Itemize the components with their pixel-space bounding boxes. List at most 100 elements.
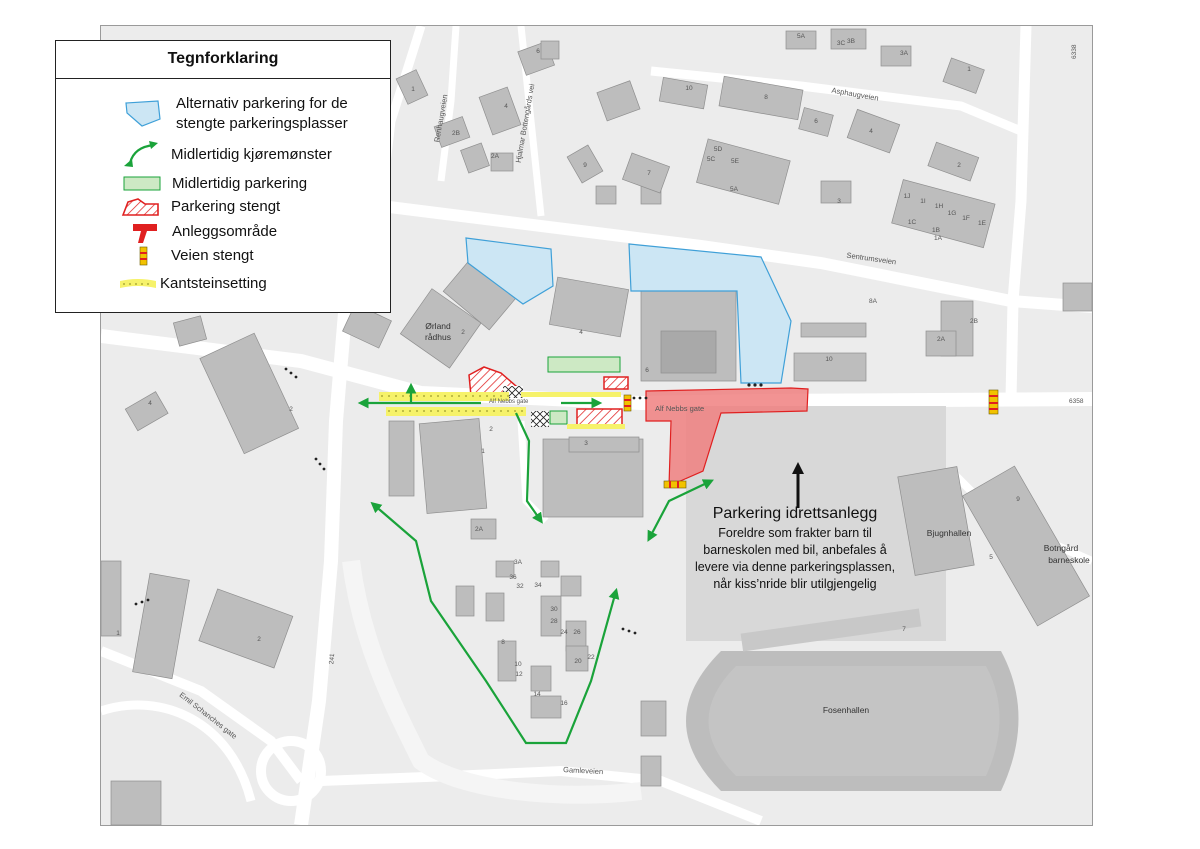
road-river bbox=[342, 559, 643, 804]
house-number-label: 10 bbox=[685, 85, 693, 92]
house-number-label: 2B bbox=[452, 130, 460, 137]
house-number-label: 7 bbox=[902, 626, 906, 633]
legend-label-curb: Kantsteinsetting bbox=[160, 275, 267, 292]
alternative-parking-areas bbox=[465, 237, 792, 384]
house-number-label: 24 bbox=[560, 629, 568, 636]
house-number-label: 1 bbox=[967, 66, 971, 73]
closed-parking-3 bbox=[576, 408, 623, 426]
label-bjugnhallen: Bjugnhallen bbox=[927, 528, 972, 538]
green-curved-arrow-icon bbox=[124, 141, 158, 167]
dot-markers bbox=[134, 367, 763, 635]
land-areas bbox=[686, 406, 1019, 791]
curb-3 bbox=[521, 392, 621, 397]
label-fosenhallen: Fosenhallen bbox=[823, 705, 870, 715]
house-number-label: 22 bbox=[587, 654, 595, 661]
house-number-label: 1G bbox=[948, 210, 957, 217]
house-number-label: 2A bbox=[937, 336, 946, 343]
label-botngard-2: barneskole bbox=[1048, 555, 1090, 565]
house-number-label: 28 bbox=[550, 618, 558, 625]
house-number-label: 1 bbox=[411, 86, 415, 93]
curb-ticks bbox=[381, 395, 526, 412]
road-school-access bbox=[517, 420, 549, 524]
legend-label-closed-parking: Parkering stengt bbox=[171, 198, 281, 215]
house-number-label: 9 bbox=[1016, 496, 1020, 503]
house-number-label: 6 bbox=[536, 48, 540, 55]
house-number-label: 3B bbox=[847, 38, 855, 45]
house-number-label: 5C bbox=[707, 156, 716, 163]
legend-label-construction: Anleggsområde bbox=[172, 223, 278, 240]
house-number-label: 7 bbox=[647, 170, 651, 177]
house-number-labels: 1 2 4 6 2B 2A 9 7 5D 5E 5C 5A 10 8 6 4 3… bbox=[116, 33, 1020, 707]
house-number-label: 14 bbox=[533, 691, 541, 698]
house-number-label: 1 bbox=[481, 448, 485, 455]
house-number-label: 1B bbox=[932, 227, 940, 234]
label-asphaugveien: Asphaugveien bbox=[831, 86, 879, 103]
track-inner bbox=[708, 666, 1000, 776]
house-number-label: 6 bbox=[814, 118, 818, 125]
place-labels: Ørland rådhus Bjugnhallen Fosenhallen Bo… bbox=[425, 321, 1090, 715]
house-number-label: 4 bbox=[148, 400, 152, 407]
house-number-label: 1A bbox=[934, 235, 943, 242]
label-gamleveien: Gamleveien bbox=[563, 765, 603, 776]
house-number-label: 9 bbox=[583, 162, 587, 169]
house-number-label: 2 bbox=[957, 162, 961, 169]
label-alf-nebbs-gate: Alf Nebbs gate bbox=[655, 404, 704, 413]
legend: Tegnforklaring Alternativ parkering for … bbox=[55, 40, 391, 313]
map-frame: Sentrumsveien Asphaugveien Alf Nebbs gat… bbox=[100, 25, 1093, 826]
house-number-label: 1 bbox=[116, 630, 120, 637]
road-renhaug bbox=[437, 26, 460, 182]
road-south-loop bbox=[101, 700, 256, 803]
house-number-label: 2 bbox=[489, 426, 493, 433]
house-number-label: 2B bbox=[970, 318, 978, 325]
route-idrett bbox=[647, 479, 714, 542]
temporary-route bbox=[357, 382, 714, 745]
closed-parking-2 bbox=[603, 376, 629, 390]
house-number-label: 2A bbox=[491, 153, 500, 160]
label-road-6338: 6338 bbox=[1071, 44, 1078, 59]
house-number-label: 16 bbox=[560, 700, 568, 707]
red-hatched-shape-icon bbox=[121, 198, 159, 216]
house-number-label: 8A bbox=[869, 298, 878, 305]
house-number-label: 2 bbox=[257, 636, 261, 643]
house-number-label: 1H bbox=[935, 203, 944, 210]
label-road-6358: 6358 bbox=[1069, 398, 1084, 405]
house-number-label: 2 bbox=[461, 329, 465, 336]
house-number-label: 32 bbox=[516, 583, 524, 590]
house-number-label: 5A bbox=[730, 186, 739, 193]
road-241 bbox=[294, 300, 353, 825]
legend-title-box: Tegnforklaring bbox=[56, 41, 390, 79]
roundabout bbox=[256, 736, 326, 806]
curb-4 bbox=[567, 424, 625, 429]
house-number-label: 20 bbox=[574, 658, 582, 665]
road-emil-schanche bbox=[101, 646, 305, 784]
crosshatch-2 bbox=[531, 411, 549, 427]
house-number-label: 1C bbox=[908, 219, 917, 226]
house-number-label: 1E bbox=[978, 220, 987, 227]
house-number-label: 10 bbox=[514, 661, 522, 668]
house-number-label: 2A bbox=[475, 526, 484, 533]
buildings bbox=[101, 28, 1092, 825]
alt-parking-east bbox=[628, 243, 792, 384]
house-number-label: 1F bbox=[962, 215, 970, 222]
house-number-label: 4 bbox=[504, 103, 508, 110]
sports-strip bbox=[740, 608, 922, 652]
house-number-label: 1J bbox=[904, 193, 911, 200]
temp-parking-2 bbox=[549, 410, 568, 425]
annotation-title: Parkering idrettsanlegg bbox=[712, 505, 878, 522]
house-number-label: 3 bbox=[837, 198, 841, 205]
road-east-vertical bbox=[1005, 26, 1032, 400]
blue-polygon-icon bbox=[125, 100, 161, 127]
label-botngard-1: Botngård bbox=[1044, 543, 1079, 553]
curb-2 bbox=[386, 407, 526, 416]
road-gamleveien bbox=[320, 765, 763, 825]
green-rectangle-icon bbox=[123, 176, 161, 191]
road-closed-barrier-icon bbox=[139, 246, 148, 266]
temp-parking-1 bbox=[547, 356, 621, 373]
route-loop bbox=[370, 501, 620, 745]
label-road-241: 241 bbox=[328, 653, 336, 665]
map-canvas: Sentrumsveien Asphaugveien Alf Nebbs gat… bbox=[101, 26, 1092, 825]
house-number-label: 8 bbox=[764, 94, 768, 101]
legend-label-alt-parking-2: stengte parkeringsplasser bbox=[176, 115, 348, 132]
house-number-label: 12 bbox=[515, 671, 523, 678]
house-number-label: 5A bbox=[797, 33, 806, 40]
